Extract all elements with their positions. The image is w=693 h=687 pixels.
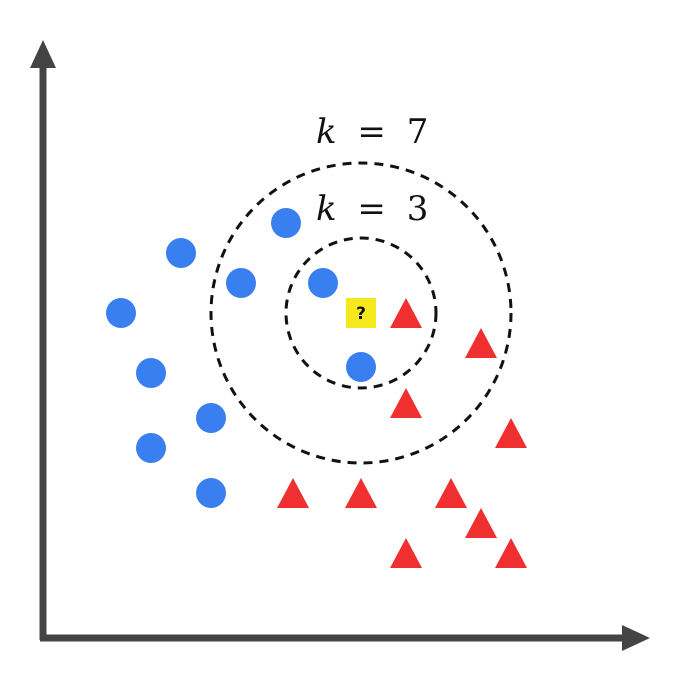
y-axis-arrowhead xyxy=(30,40,56,68)
class-a-point xyxy=(136,433,166,463)
class-a-point xyxy=(136,358,166,388)
class-b-point xyxy=(345,478,377,508)
class-b-point xyxy=(435,478,467,508)
class-a-point xyxy=(196,478,226,508)
class-b-point xyxy=(390,298,422,328)
class-a-point xyxy=(308,268,338,298)
query-point: ? xyxy=(346,298,376,328)
axes xyxy=(30,40,650,651)
class-b-point xyxy=(465,328,497,358)
k3-label: k = 3 xyxy=(316,189,428,229)
class-b-point xyxy=(277,478,309,508)
query-box xyxy=(346,298,376,328)
query-mark: ? xyxy=(356,304,366,324)
class-b-point xyxy=(495,418,527,448)
class-a-point xyxy=(166,238,196,268)
class-a-points xyxy=(106,208,376,508)
class-a-point xyxy=(106,298,136,328)
class-b-points xyxy=(277,298,527,568)
class-a-point xyxy=(271,208,301,238)
x-axis-arrowhead xyxy=(622,625,650,651)
class-b-point xyxy=(465,508,497,538)
k7-neighborhood-circle xyxy=(209,161,513,465)
class-a-point xyxy=(346,352,376,382)
k7-label: k = 7 xyxy=(316,112,428,152)
k3-neighborhood-circle xyxy=(284,236,438,390)
class-a-point xyxy=(196,403,226,433)
class-b-point xyxy=(390,538,422,568)
class-b-point xyxy=(495,538,527,568)
class-b-point xyxy=(390,388,422,418)
class-a-point xyxy=(226,268,256,298)
